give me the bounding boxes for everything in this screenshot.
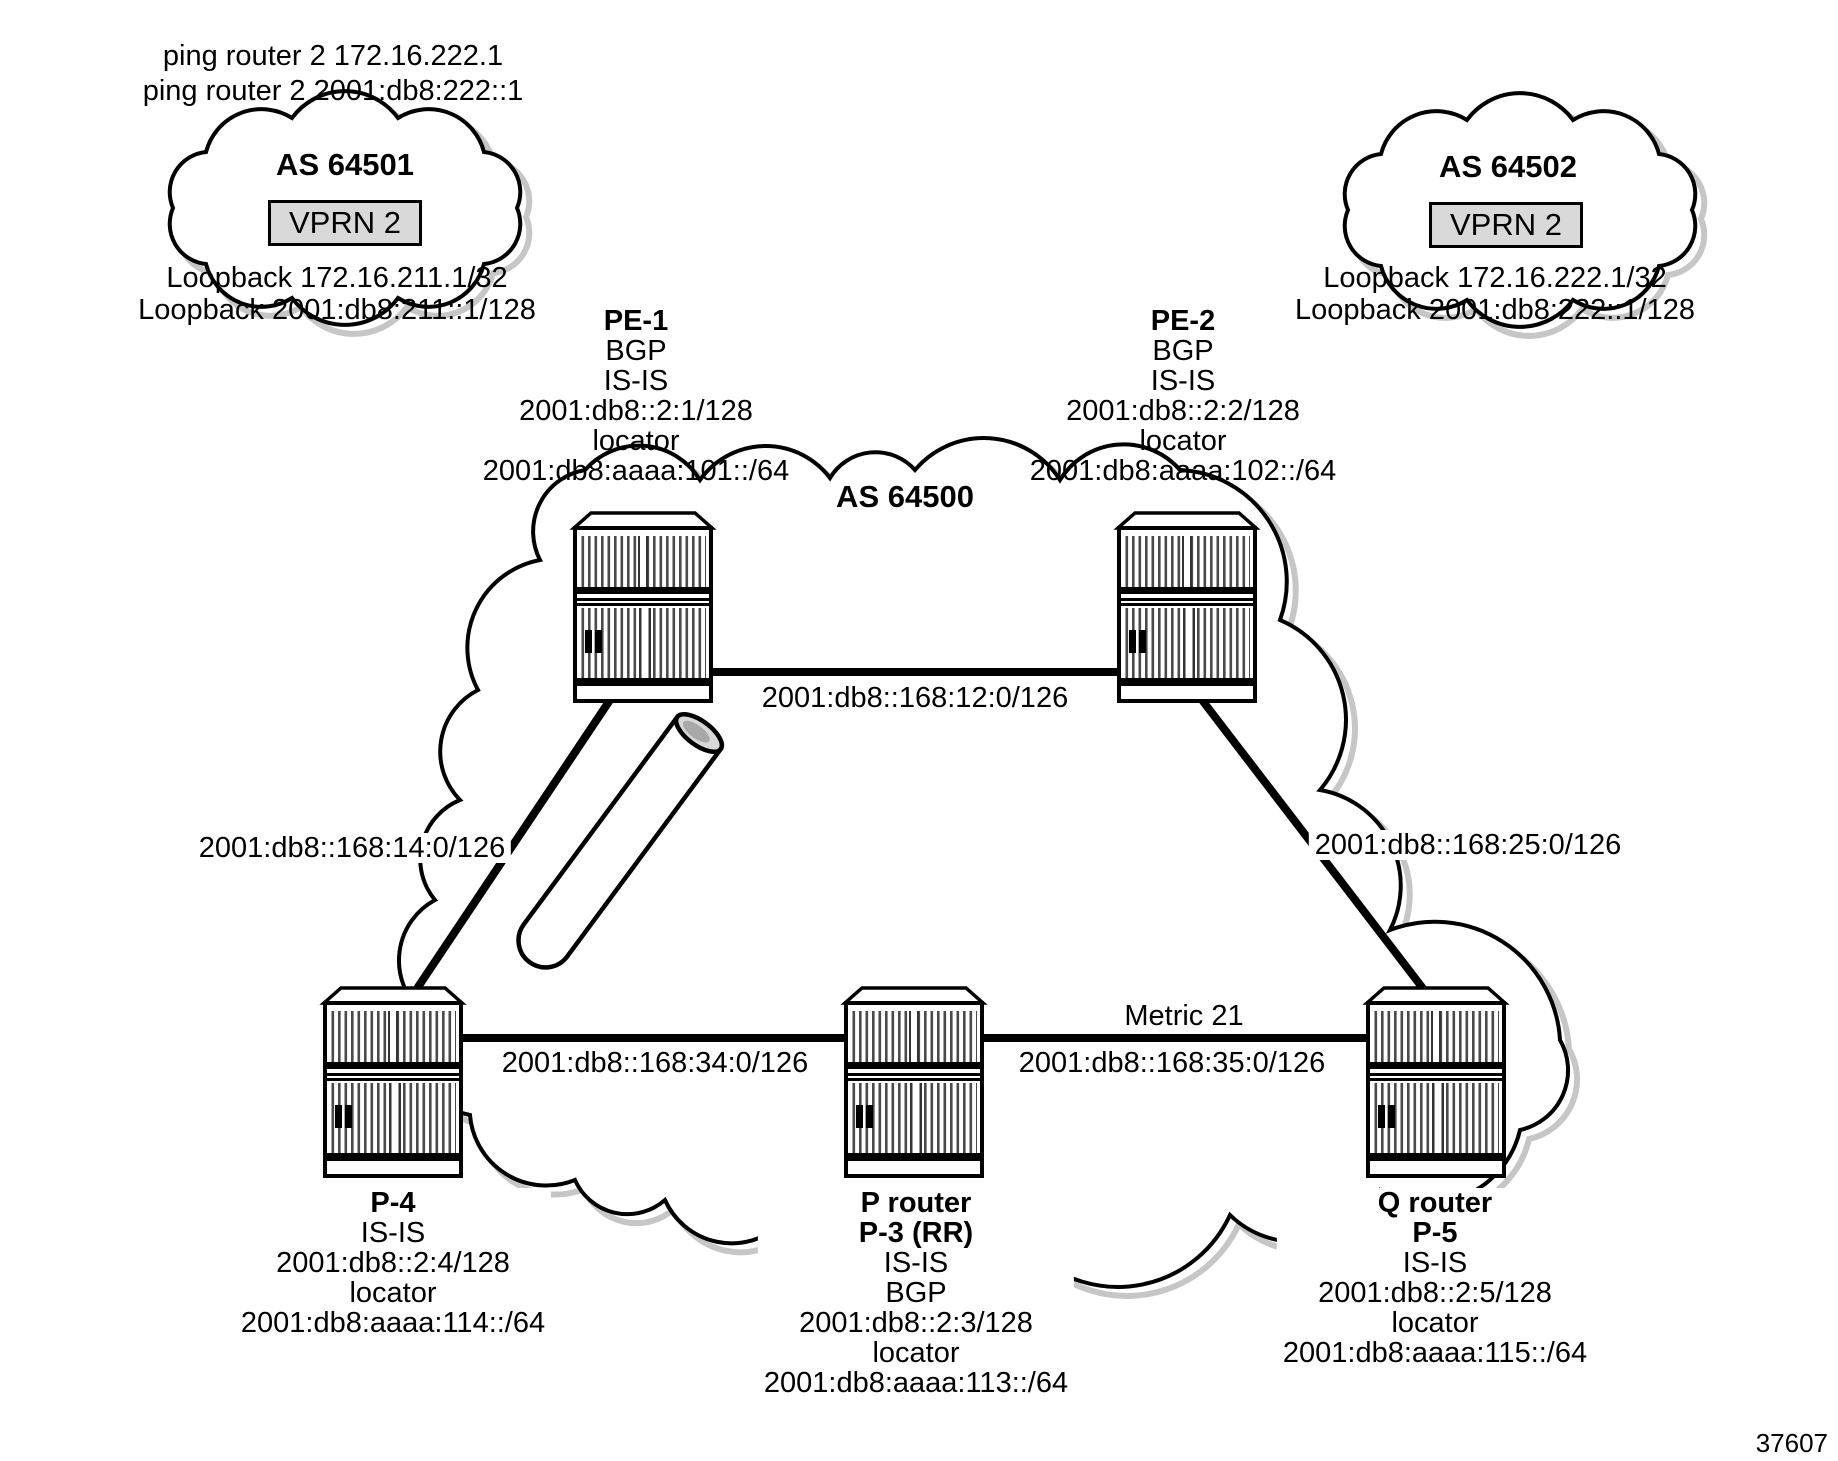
figure-number: 37607 xyxy=(1755,1428,1828,1458)
router-icon-p4 xyxy=(322,986,464,1178)
p4-label: P-4 IS-IS 2001:db8::2:4/128 locator 2001… xyxy=(234,1187,552,1339)
p5-name: P-5 xyxy=(1412,1217,1458,1249)
pe2-label: PE-2 BGP IS-IS 2001:db8::2:2/128 locator… xyxy=(1030,306,1336,486)
p5-locator-value: 2001:db8:aaaa:115::/64 xyxy=(1282,1337,1588,1369)
router-icon-pe2 xyxy=(1116,511,1258,703)
router-icon-pe1 xyxy=(572,511,714,703)
pe2-protocol-isis: IS-IS xyxy=(1150,365,1216,397)
pe1-protocol-isis: IS-IS xyxy=(603,365,669,397)
as64502-vprn2-box: VPRN 2 xyxy=(1429,202,1583,248)
p5-label: Q router P-5 IS-IS 2001:db8::2:5/128 loc… xyxy=(1276,1187,1594,1369)
pe1-locator-value: 2001:db8:aaaa:101::/64 xyxy=(482,455,790,487)
p3-loopback: 2001:db8::2:3/128 xyxy=(799,1307,1033,1339)
pe1-loopback: 2001:db8::2:1/128 xyxy=(519,395,753,427)
as64500-title: AS 64500 xyxy=(836,479,974,514)
p4-locator-value: 2001:db8:aaaa:114::/64 xyxy=(240,1307,546,1339)
pipe-body xyxy=(516,713,724,970)
p3-role: P router xyxy=(860,1187,972,1219)
router-icon-p5 xyxy=(1365,986,1507,1178)
p4-protocol-isis: IS-IS xyxy=(360,1217,426,1249)
link-label-pe1-pe2: 2001:db8::168:12:0/126 xyxy=(761,682,1069,714)
as64501-loopbacks: Loopback 172.16.211.1/32 Loopback 2001:d… xyxy=(138,262,536,326)
p4-name: P-4 xyxy=(370,1187,416,1219)
as64501-loopback-v6: Loopback 2001:db8:211::1/128 xyxy=(138,294,536,326)
pe2-loopback: 2001:db8::2:2/128 xyxy=(1066,395,1300,427)
p5-locator-label: locator xyxy=(1391,1307,1479,1339)
ping-note-line2: ping router 2 2001:db8:222::1 xyxy=(142,75,524,107)
pe1-protocol-bgp: BGP xyxy=(605,335,667,367)
as64501-vprn2-box: VPRN 2 xyxy=(268,200,422,246)
pipe-opening-inner xyxy=(682,720,710,743)
as64502-loopbacks: Loopback 172.16.222.1/32 Loopback 2001:d… xyxy=(1295,262,1695,326)
pe2-locator-label: locator xyxy=(1139,425,1227,457)
pe2-protocol-bgp: BGP xyxy=(1152,335,1214,367)
pe2-locator-value: 2001:db8:aaaa:102::/64 xyxy=(1029,455,1337,487)
as64501-loopback-v4: Loopback 172.16.211.1/32 xyxy=(166,262,508,294)
p5-loopback: 2001:db8::2:5/128 xyxy=(1318,1277,1552,1309)
link-label-p3-p5: 2001:db8::168:35:0/126 xyxy=(1018,1047,1326,1079)
as64502-loopback-v4: Loopback 172.16.222.1/32 xyxy=(1323,262,1667,294)
link-label-p4-p3: 2001:db8::168:34:0/126 xyxy=(501,1047,809,1079)
pe2-name: PE-2 xyxy=(1150,305,1216,337)
p4-loopback: 2001:db8::2:4/128 xyxy=(276,1247,510,1279)
p3-label: P router P-3 (RR) IS-IS BGP 2001:db8::2:… xyxy=(757,1187,1075,1399)
p3-protocol-isis: IS-IS xyxy=(883,1247,949,1279)
link-metric-p3-p5: Metric 21 xyxy=(1124,1000,1244,1032)
link-label-pe2-p5: 2001:db8::168:25:0/126 xyxy=(1308,830,1628,860)
p3-locator-label: locator xyxy=(872,1337,960,1369)
as64502-loopback-v6: Loopback 2001:db8:222::1/128 xyxy=(1295,294,1695,326)
ping-note-line1: ping router 2 172.16.222.1 xyxy=(162,40,504,72)
p3-name: P-3 (RR) xyxy=(858,1217,974,1249)
pe1-label: PE-1 BGP IS-IS 2001:db8::2:1/128 locator… xyxy=(483,306,789,486)
p3-locator-value: 2001:db8:aaaa:113::/64 xyxy=(763,1367,1069,1399)
pe1-name: PE-1 xyxy=(603,305,669,337)
pe1-locator-label: locator xyxy=(592,425,680,457)
p5-role: Q router xyxy=(1377,1187,1493,1219)
p3-protocol-bgp: BGP xyxy=(885,1277,947,1309)
as64501-title: AS 64501 xyxy=(276,147,414,182)
as64502-title: AS 64502 xyxy=(1439,149,1577,184)
ping-note: ping router 2 172.16.222.1 ping router 2… xyxy=(143,39,524,109)
tunnel-pipe-icon xyxy=(516,712,725,970)
router-icon-p3 xyxy=(843,986,985,1178)
link-label-pe1-p4: 2001:db8::168:14:0/126 xyxy=(192,833,512,863)
p4-locator-label: locator xyxy=(349,1277,437,1309)
p5-protocol-isis: IS-IS xyxy=(1402,1247,1468,1279)
